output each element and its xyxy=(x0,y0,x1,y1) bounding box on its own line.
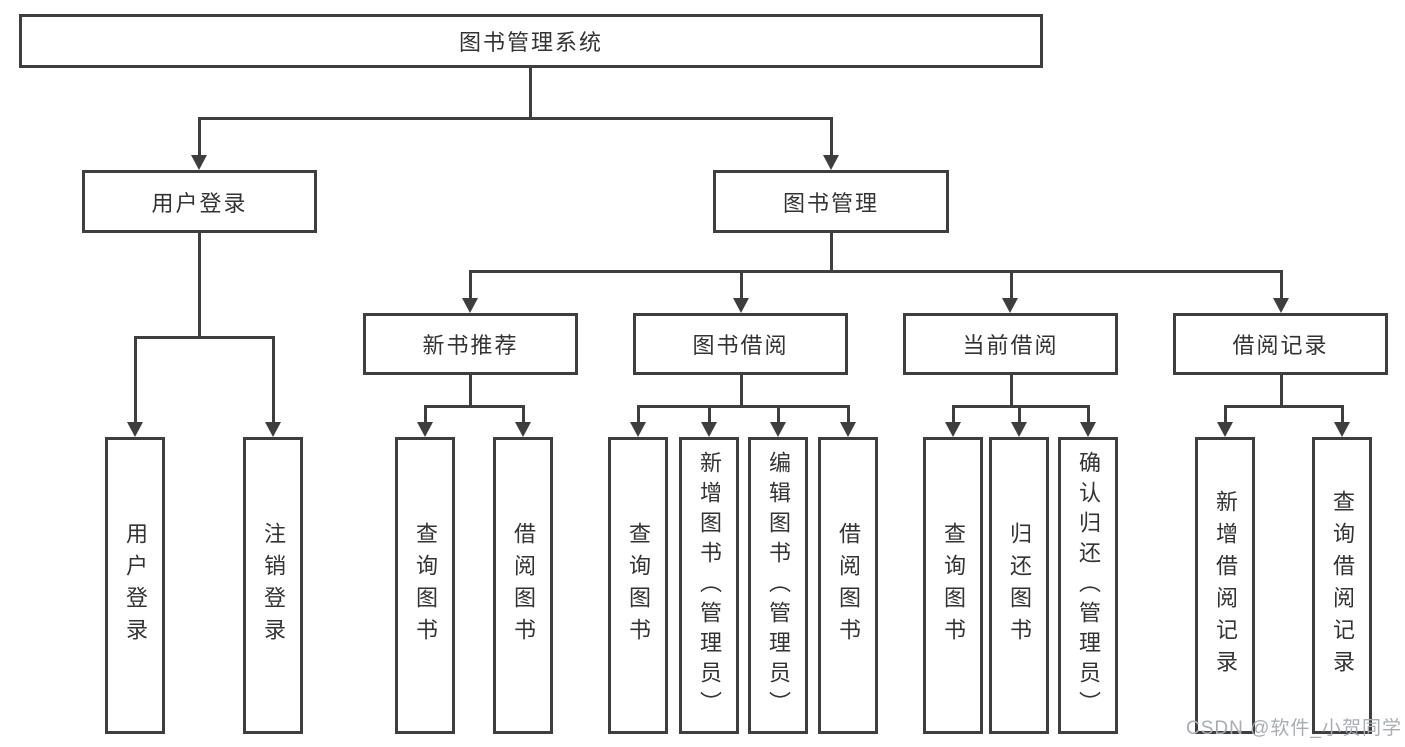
node-book-management: 图书管理 xyxy=(713,170,949,233)
leaf-query-borrow-record: 查询借阅记录 xyxy=(1312,437,1372,734)
node-label: 图书借阅 xyxy=(692,333,789,358)
connector-line xyxy=(637,405,849,408)
leaf-label: 借阅图书 xyxy=(836,521,861,650)
arrow-down-icon xyxy=(1334,422,1350,437)
leaf-label: 查询图书 xyxy=(413,521,438,650)
node-label: 借阅记录 xyxy=(1232,333,1329,358)
node-label: 新书推荐 xyxy=(422,333,519,358)
arrow-down-icon xyxy=(1273,298,1289,313)
connector-line xyxy=(777,405,780,425)
leaf-label: 编辑图书（管理员） xyxy=(766,450,791,721)
node-new-book-recommend: 新书推荐 xyxy=(363,313,578,375)
leaf-add-borrow-record: 新增借阅记录 xyxy=(1195,437,1255,734)
node-label: 图书管理系统 xyxy=(458,30,603,55)
connector-line xyxy=(272,336,275,424)
leaf-borrow-books-recommend: 借阅图书 xyxy=(493,437,553,734)
leaf-label: 查询借阅记录 xyxy=(1330,489,1355,682)
arrow-down-icon xyxy=(770,422,786,437)
arrow-down-icon xyxy=(515,422,531,437)
leaf-query-books-borrow: 查询图书 xyxy=(608,437,668,734)
node-book-borrow: 图书借阅 xyxy=(633,313,848,375)
leaf-label: 新增借阅记录 xyxy=(1213,489,1238,682)
connector-line xyxy=(134,336,137,424)
leaf-label: 确认归还（管理员） xyxy=(1076,450,1101,721)
arrow-down-icon xyxy=(1002,298,1018,313)
node-user-login: 用户登录 xyxy=(82,170,317,233)
leaf-label: 新增图书（管理员） xyxy=(697,450,722,721)
connector-line xyxy=(1224,405,1344,408)
leaf-query-books-current: 查询图书 xyxy=(923,437,983,734)
connector-line xyxy=(952,405,1090,408)
arrow-down-icon xyxy=(1217,422,1233,437)
leaf-label: 归还图书 xyxy=(1007,521,1032,650)
connector-line xyxy=(830,233,833,273)
connector-line xyxy=(952,405,955,425)
connector-line xyxy=(1280,375,1283,407)
arrow-down-icon xyxy=(701,422,717,437)
connector-line xyxy=(1087,405,1090,425)
connector-line xyxy=(198,117,832,120)
connector-line xyxy=(469,270,472,300)
leaf-label: 借阅图书 xyxy=(511,521,536,650)
connector-line xyxy=(1010,270,1013,300)
arrow-down-icon xyxy=(840,422,856,437)
connector-line xyxy=(1224,405,1227,425)
leaf-logout: 注销登录 xyxy=(243,437,303,734)
node-current-borrow: 当前借阅 xyxy=(903,313,1118,375)
arrow-down-icon xyxy=(733,298,749,313)
connector-line xyxy=(847,405,850,425)
node-label: 当前借阅 xyxy=(962,333,1059,358)
leaf-query-books-recommend: 查询图书 xyxy=(395,437,455,734)
arrow-down-icon xyxy=(265,422,281,437)
leaf-return-book: 归还图书 xyxy=(989,437,1049,734)
arrow-down-icon xyxy=(1011,422,1027,437)
connector-line xyxy=(529,68,532,120)
arrow-down-icon xyxy=(630,422,646,437)
connector-line xyxy=(1010,375,1013,407)
arrow-down-icon xyxy=(417,422,433,437)
connector-line xyxy=(198,233,201,336)
leaf-edit-book-admin: 编辑图书（管理员） xyxy=(748,437,808,734)
node-label: 用户登录 xyxy=(151,190,248,216)
leaf-label: 查询图书 xyxy=(941,521,966,650)
connector-line xyxy=(198,117,201,159)
arrow-down-icon xyxy=(823,155,839,170)
connector-line xyxy=(134,336,275,339)
connector-line xyxy=(740,375,743,407)
node-label: 图书管理 xyxy=(782,190,879,216)
leaf-label: 注销登录 xyxy=(261,521,286,650)
connector-line xyxy=(522,405,525,425)
leaf-label: 用户登录 xyxy=(123,521,148,650)
arrow-down-icon xyxy=(945,422,961,437)
leaf-add-book-admin: 新增图书（管理员） xyxy=(679,437,739,734)
node-borrow-records: 借阅记录 xyxy=(1173,313,1388,375)
connector-line xyxy=(1341,405,1344,425)
arrow-down-icon xyxy=(462,298,478,313)
watermark: CSDN @软件_小贺同学 xyxy=(1186,718,1402,739)
connector-line xyxy=(424,405,427,425)
leaf-confirm-return-admin: 确认归还（管理员） xyxy=(1058,437,1118,734)
node-library-management-system: 图书管理系统 xyxy=(19,14,1043,68)
arrow-down-icon xyxy=(191,155,207,170)
connector-line xyxy=(1280,270,1283,300)
connector-line xyxy=(740,270,743,300)
arrow-down-icon xyxy=(1080,422,1096,437)
arrow-down-icon xyxy=(127,422,143,437)
connector-line xyxy=(830,117,833,159)
connector-line xyxy=(637,405,640,425)
leaf-borrow-books: 借阅图书 xyxy=(818,437,878,734)
leaf-label: 查询图书 xyxy=(626,521,651,650)
leaf-user-login: 用户登录 xyxy=(105,437,165,734)
connector-line xyxy=(469,375,472,407)
connector-line xyxy=(708,405,711,425)
connector-line xyxy=(469,270,1283,273)
connector-line xyxy=(1018,405,1021,425)
connector-line xyxy=(424,405,524,408)
